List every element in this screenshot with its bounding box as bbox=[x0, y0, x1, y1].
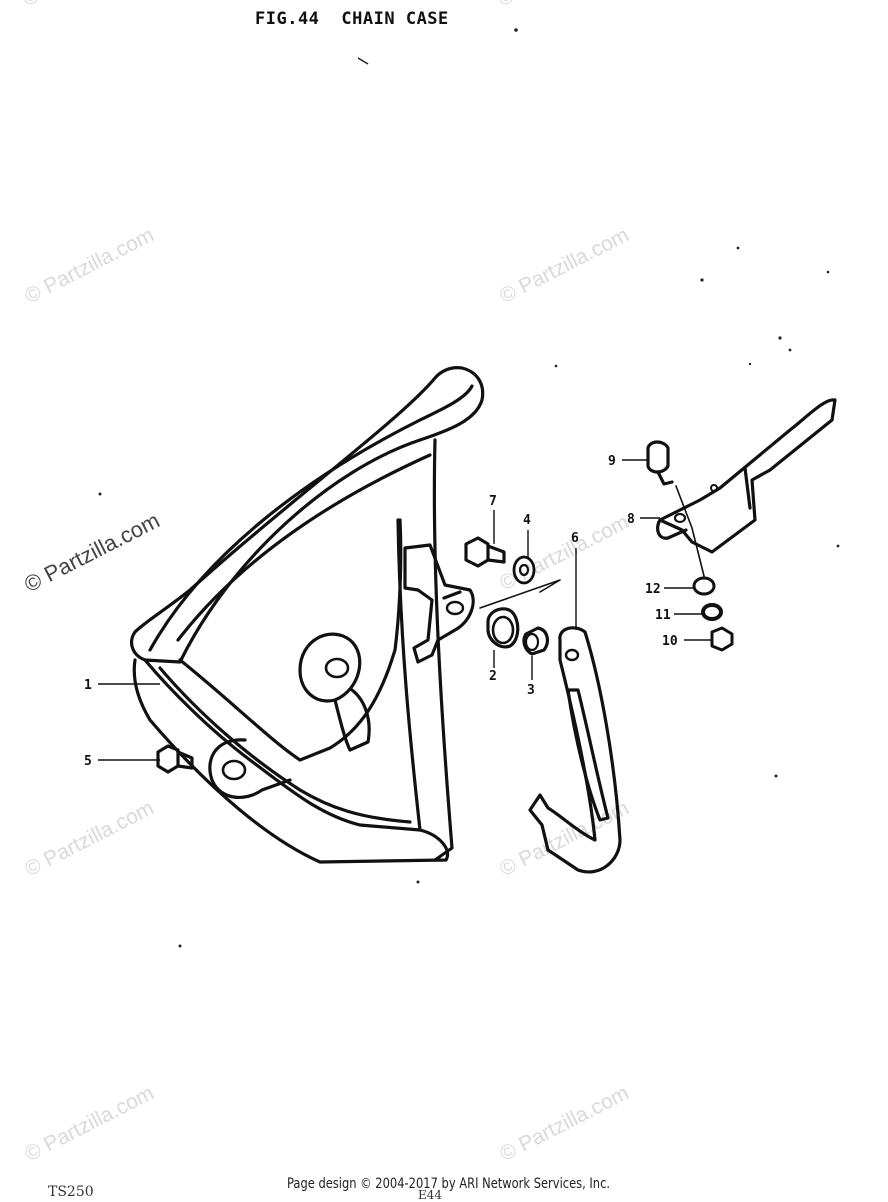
figure-number: FIG.44 bbox=[255, 9, 320, 29]
callout-12: 12 bbox=[645, 582, 661, 597]
part-arm-bracket bbox=[656, 398, 837, 554]
part-collar bbox=[522, 626, 549, 656]
callout-8: 8 bbox=[627, 512, 635, 527]
figure-name: CHAIN CASE bbox=[341, 9, 449, 29]
page-code: E44 bbox=[418, 1188, 443, 1202]
part-bolt-5 bbox=[156, 744, 194, 774]
callout-10: 10 bbox=[662, 634, 678, 649]
callout-6: 6 bbox=[571, 531, 579, 546]
callout-5: 5 bbox=[84, 754, 92, 769]
leader-lines bbox=[98, 459, 712, 761]
scan-specks bbox=[98, 28, 840, 948]
part-grommet bbox=[486, 607, 520, 649]
footer-copyright: Page design © 2004-2017 by ARI Network S… bbox=[287, 1176, 611, 1192]
assembly-lines bbox=[479, 485, 705, 609]
figure-title: FIG.44 CHAIN CASE bbox=[255, 9, 449, 29]
callout-4: 4 bbox=[523, 513, 531, 528]
part-guard-plate bbox=[528, 626, 622, 874]
callout-11: 11 bbox=[655, 608, 671, 623]
part-washer-12 bbox=[692, 576, 716, 596]
part-washer bbox=[512, 555, 536, 585]
part-bolt-7 bbox=[464, 536, 506, 568]
callout-2: 2 bbox=[489, 669, 497, 684]
part-nut-10 bbox=[710, 626, 734, 652]
callout-9: 9 bbox=[608, 454, 616, 469]
model-label: TS250 bbox=[48, 1184, 94, 1200]
callout-3: 3 bbox=[527, 683, 535, 698]
callout-1: 1 bbox=[84, 678, 92, 693]
part-chain-case bbox=[130, 366, 485, 864]
part-bolt-9 bbox=[646, 440, 674, 486]
part-lock-washer-11 bbox=[701, 603, 723, 621]
callout-7: 7 bbox=[489, 494, 497, 509]
